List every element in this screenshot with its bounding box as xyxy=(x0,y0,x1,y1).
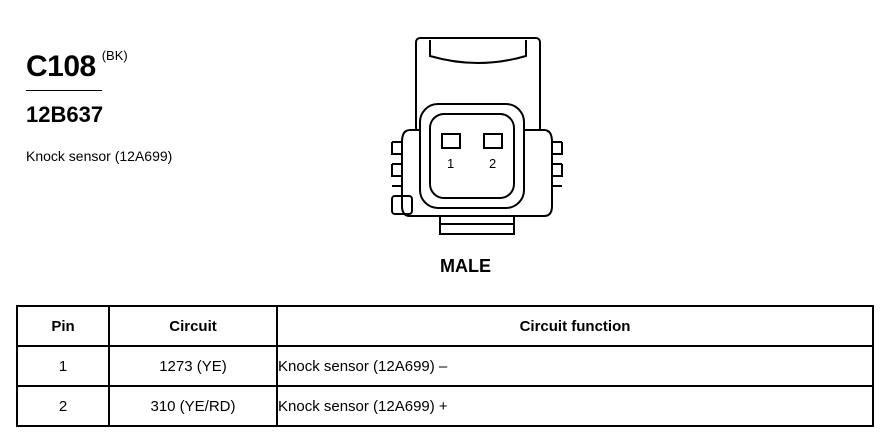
pinout-table: Pin Circuit Circuit function 1 1273 (YE)… xyxy=(16,305,874,427)
pin-label-2: 2 xyxy=(489,156,496,171)
latch-tab xyxy=(429,40,527,64)
function-cell: Knock sensor (12A699) + xyxy=(276,385,874,427)
table-header-row: Pin Circuit Circuit function xyxy=(16,305,874,347)
pin-label-1: 1 xyxy=(447,156,454,171)
part-number: 12B637 xyxy=(26,102,104,127)
circuit-cell: 310 (YE/RD) xyxy=(108,385,278,427)
receptacle-inner xyxy=(429,113,515,199)
left-ribs xyxy=(391,141,402,187)
header-circuit: Circuit xyxy=(108,305,278,347)
header-circuit-function: Circuit function xyxy=(276,305,874,347)
table-row: 1 1273 (YE) Knock sensor (12A699) – xyxy=(16,345,874,387)
pin-cell: 1 xyxy=(16,345,110,387)
connector-id: C108 xyxy=(26,50,96,83)
connector-diagram: 1 2 xyxy=(391,37,563,235)
connector-gender: MALE xyxy=(440,256,491,276)
function-cell: Knock sensor (12A699) – xyxy=(276,345,874,387)
pin-cell: 2 xyxy=(16,385,110,427)
connector-color: (BK) xyxy=(101,48,128,63)
bottom-collar xyxy=(439,216,515,235)
circuit-cell: 1273 (YE) xyxy=(108,345,278,387)
connector-description: Knock sensor (12A699) xyxy=(26,148,173,164)
pin-slot-1 xyxy=(441,133,461,149)
mounting-tab xyxy=(391,195,413,215)
header-pin: Pin xyxy=(16,305,110,347)
header-divider xyxy=(26,90,102,91)
receptacle-outer xyxy=(419,103,525,209)
connector-header: C108 (BK) xyxy=(26,48,128,84)
right-ribs xyxy=(552,141,563,187)
pin-slot-2 xyxy=(483,133,503,149)
table-row: 2 310 (YE/RD) Knock sensor (12A699) + xyxy=(16,385,874,427)
